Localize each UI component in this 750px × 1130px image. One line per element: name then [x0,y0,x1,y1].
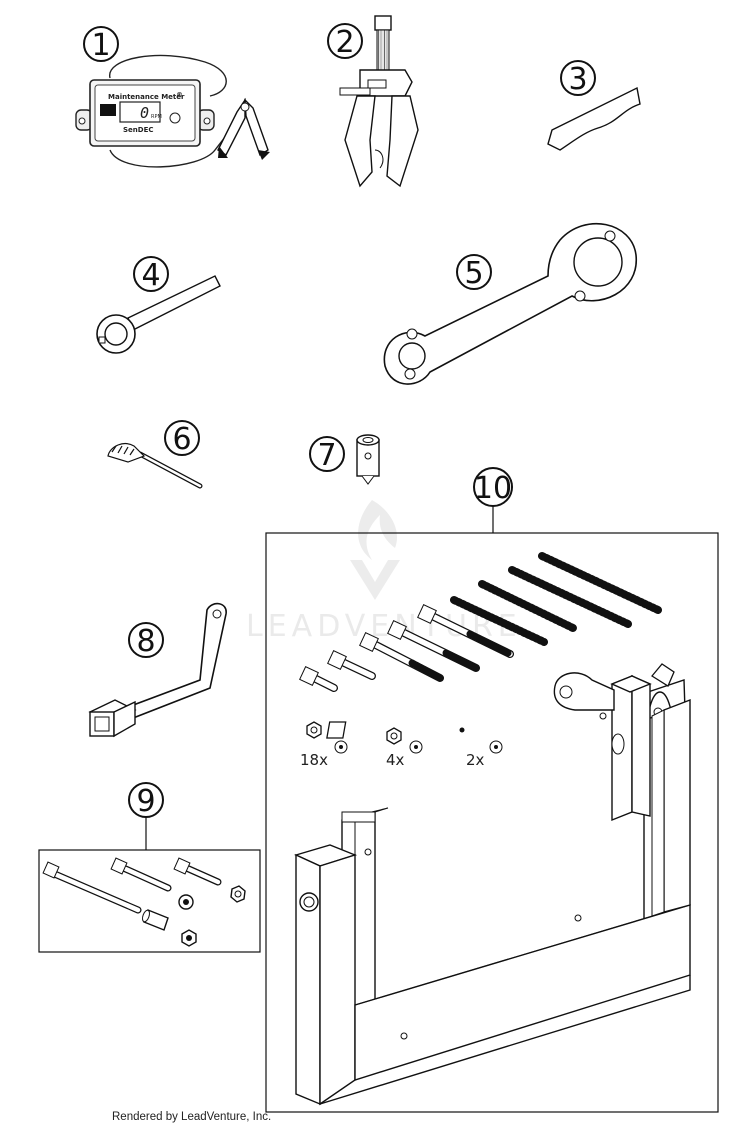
callout-9: 9 [136,784,155,819]
callout-6: 6 [172,422,191,457]
alligator-clip-icon [217,97,270,160]
part-5-pin-spanner: 5 [383,223,637,385]
callout-2: 2 [335,25,354,60]
qty-4x: 4x [386,751,405,769]
part-9-screw-set: 9 [38,782,261,953]
callout-3: 3 [568,62,587,97]
bolts [299,604,514,692]
qty-18x: 18x [300,751,328,769]
callout-10: 10 [474,471,512,506]
callout-1: 1 [91,28,110,63]
top-bracket [553,672,652,822]
meter-registered-mark: ® [176,91,183,99]
part-8-bracket: 8 [88,602,227,738]
callout-7: 7 [317,438,336,473]
qty-2x: 2x [466,751,485,769]
meter-brand: SenDEC [123,126,154,134]
hardware-quantities: 18x 4x 2x [300,721,503,769]
part-3-gauge-strip: 3 [547,60,641,151]
footer-credit: Rendered by LeadVenture, Inc. [112,1111,272,1123]
part-2-puller: 2 [327,15,419,188]
threaded-rods [450,552,662,646]
meter-reading: 0 [140,104,149,122]
part-7-sleeve: 7 [309,434,380,485]
front-u-frame [294,698,691,1106]
part-1-maintenance-meter: 1 Maintenance Meter ® 0 RPM SenDEC [75,26,270,168]
part-10-stand-kit: 10 [265,467,719,1113]
watermark-logo: LEADVENTURE [246,500,517,644]
meter-title: Maintenance Meter [108,93,185,101]
meter-unit: RPM [151,114,162,120]
part-6-pin-tool: 6 [107,420,203,489]
callout-8: 8 [136,624,155,659]
callout-4: 4 [141,258,160,293]
part-4-hook-wrench: 4 [96,256,221,354]
callout-5: 5 [464,256,483,291]
